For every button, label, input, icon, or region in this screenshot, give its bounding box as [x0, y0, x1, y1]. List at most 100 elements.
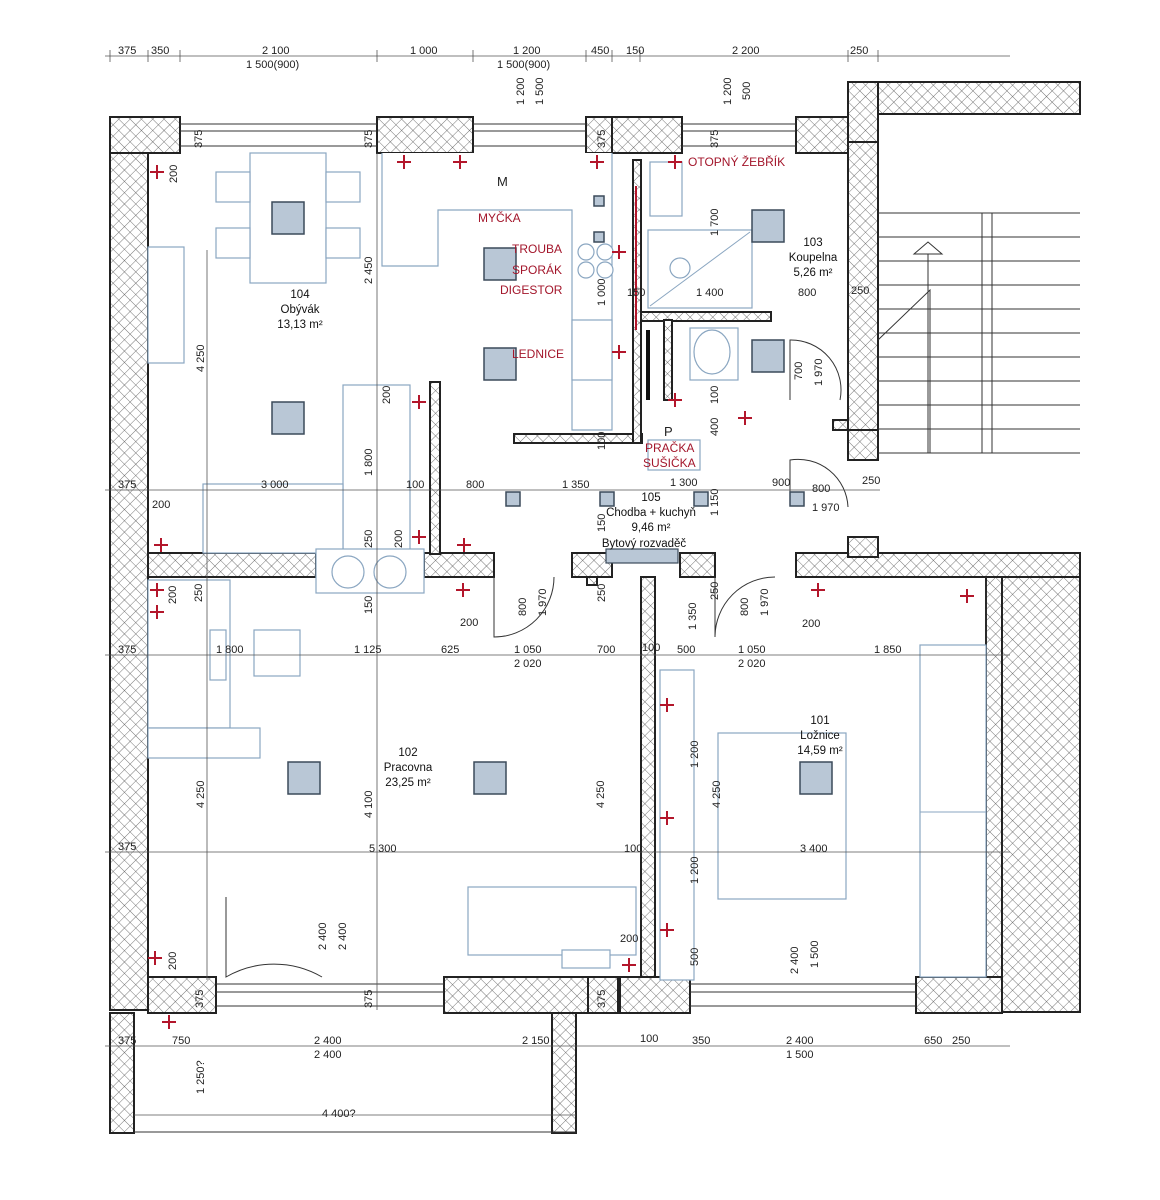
dim-label: 1 400	[696, 287, 724, 299]
dim-label: 750	[172, 1035, 190, 1047]
dim-label: 100	[640, 1033, 658, 1045]
dim-label: 200	[167, 586, 179, 604]
dim-label: 1 200	[689, 740, 701, 768]
digestor-label: DIGESTOR	[500, 283, 563, 297]
dim-label: 800	[466, 479, 484, 491]
dim-label: 150	[627, 287, 645, 299]
m-label: M	[497, 174, 508, 189]
dim-label: 375	[363, 990, 375, 1008]
room-105-number: 105	[641, 492, 660, 504]
light-fixtures	[271, 195, 833, 795]
dim-label: 100	[642, 642, 660, 654]
walls	[109, 81, 1081, 1134]
room-104-area: 13,13 m²	[277, 319, 323, 331]
dim-label: 100	[596, 432, 608, 450]
dim-label: 2 150	[522, 1035, 550, 1047]
dim-label: 375	[709, 130, 721, 148]
dim-label: 375	[363, 130, 375, 148]
dim-label: 1 000	[410, 45, 438, 57]
dim-label: 1 350	[562, 479, 590, 491]
mycka-label: MYČKA	[478, 210, 521, 225]
dim-label: 2 400	[789, 946, 801, 974]
dim-label: 1 050	[738, 644, 766, 656]
dim-label: 100	[709, 386, 721, 404]
dim-label: 3 400	[800, 843, 828, 855]
dim-label: 1 125	[354, 644, 382, 656]
dim-label: 1 000	[596, 278, 608, 306]
dim-label: 800	[739, 598, 751, 616]
dim-label: 250	[193, 584, 205, 602]
dim-label: 1 500	[786, 1049, 814, 1061]
dim-label: 2 100	[262, 45, 290, 57]
room-101-area: 14,59 m²	[797, 745, 843, 757]
dim-label: 250	[850, 45, 868, 57]
trouba-label: TROUBA	[512, 242, 562, 256]
bottom-dimension-labels: 375 750 2 400 2 400 2 150 100 350 2 400 …	[118, 1033, 970, 1120]
dim-label: 500	[689, 948, 701, 966]
dim-label: 1 500(900)	[497, 59, 550, 71]
dim-label: 1 970	[537, 588, 549, 616]
dim-label: 1 970	[759, 588, 771, 616]
dim-label: 1 200	[722, 77, 734, 105]
dim-label: 4 250	[711, 780, 723, 808]
dim-label: 700	[597, 644, 615, 656]
dim-label: 1 700	[709, 208, 721, 236]
row-dimension-labels: 375 3 000 100 800 1 350 1 300 900 800 25…	[118, 285, 902, 855]
dim-label: 250	[862, 475, 880, 487]
dim-label: 250	[851, 285, 869, 297]
dim-label: 1 800	[363, 448, 375, 476]
room-101-name: Ložnice	[800, 730, 840, 742]
small-dimension-labels: 375 375 375 375 375 375 375 200 200 200 …	[167, 130, 820, 1008]
dim-label: 200	[381, 386, 393, 404]
dim-label: 100	[406, 479, 424, 491]
dim-label: 250	[709, 582, 721, 600]
dim-label: 4 250	[195, 780, 207, 808]
rozvadec-label: Bytový rozvaděč	[602, 538, 687, 550]
dim-label: 625	[441, 644, 459, 656]
dim-label: 1 300	[670, 477, 698, 489]
dim-label: 200	[168, 165, 180, 183]
dim-label: 2 400	[337, 922, 349, 950]
dim-label: 150	[626, 45, 644, 57]
sporak-label: SPORÁK	[512, 262, 562, 277]
dim-label: 375	[118, 479, 136, 491]
dim-label: 3 000	[261, 479, 289, 491]
dim-label: 375	[596, 130, 608, 148]
dim-label: 400	[709, 418, 721, 436]
dim-label: 1 500	[534, 77, 546, 105]
dim-label: 350	[692, 1035, 710, 1047]
dim-label: 375	[194, 990, 206, 1008]
dim-label: 1 150	[709, 488, 721, 516]
dim-label: 500	[677, 644, 695, 656]
dim-label: 1 850	[874, 644, 902, 656]
dim-label: 150	[596, 514, 608, 532]
lednice-label: LEDNICE	[512, 347, 564, 361]
room-103-name: Koupelna	[789, 252, 838, 264]
dim-label: 250	[363, 530, 375, 548]
dim-label: 1 500	[809, 940, 821, 968]
dim-label: 200	[393, 530, 405, 548]
dim-label: 200	[152, 499, 170, 511]
dim-label: 1 250?	[195, 1060, 207, 1094]
dim-label: 4 250	[595, 780, 607, 808]
room-102-area: 23,25 m²	[385, 777, 431, 789]
dim-label: 250	[596, 584, 608, 602]
dim-label: 100	[624, 843, 642, 855]
room-104-name: Obývák	[281, 304, 320, 316]
dim-label: 150	[363, 596, 375, 614]
room-105-name: Chodba + kuchyň	[606, 507, 696, 519]
appliance-labels: OTOPNÝ ŽEBŘÍK MYČKA TROUBA SPORÁK DIGEST…	[478, 154, 785, 470]
room-103-number: 103	[803, 237, 822, 249]
furniture	[147, 152, 987, 981]
dim-label: 200	[167, 952, 179, 970]
doors	[225, 339, 849, 978]
dim-label: 1 500(900)	[246, 59, 299, 71]
room-105-area: 9,46 m²	[632, 522, 671, 534]
dim-label: 4 100	[363, 790, 375, 818]
dim-label: 1 200	[689, 856, 701, 884]
dim-label: 450	[591, 45, 609, 57]
dim-label: 375	[118, 644, 136, 656]
electrical-marks	[148, 155, 974, 1029]
dim-label: 1 350	[687, 602, 699, 630]
